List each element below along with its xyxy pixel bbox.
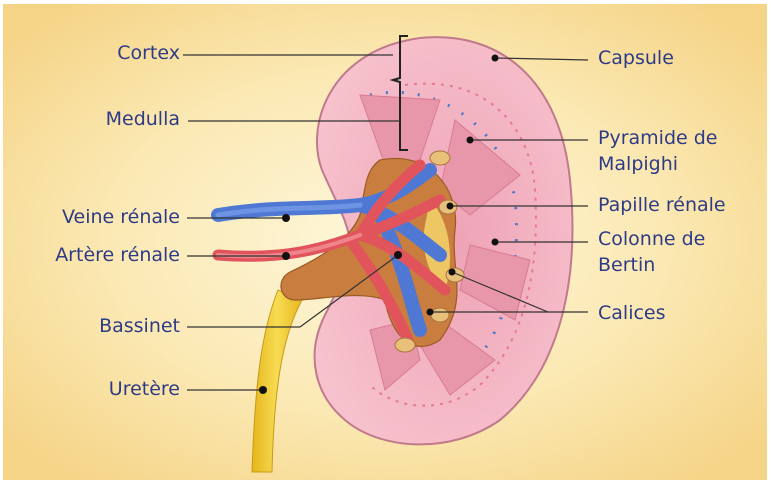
label-capsule: Capsule (598, 47, 674, 70)
label-veine-renale: Veine rénale (10, 206, 180, 229)
label-colonne-line2: Bertin (598, 254, 655, 277)
label-calices: Calices (598, 302, 666, 325)
label-papille-renale: Papille rénale (598, 194, 726, 217)
label-cortex: Cortex (80, 42, 180, 65)
label-pyramide-line2: Malpighi (598, 153, 678, 176)
label-artere-renale: Artère rénale (10, 244, 180, 267)
label-medulla: Medulla (60, 108, 180, 131)
label-colonne-line1: Colonne de (598, 228, 705, 251)
label-pyramide-line1: Pyramide de (598, 127, 717, 150)
label-uretere: Uretère (40, 378, 180, 401)
label-bassinet: Bassinet (40, 315, 180, 338)
